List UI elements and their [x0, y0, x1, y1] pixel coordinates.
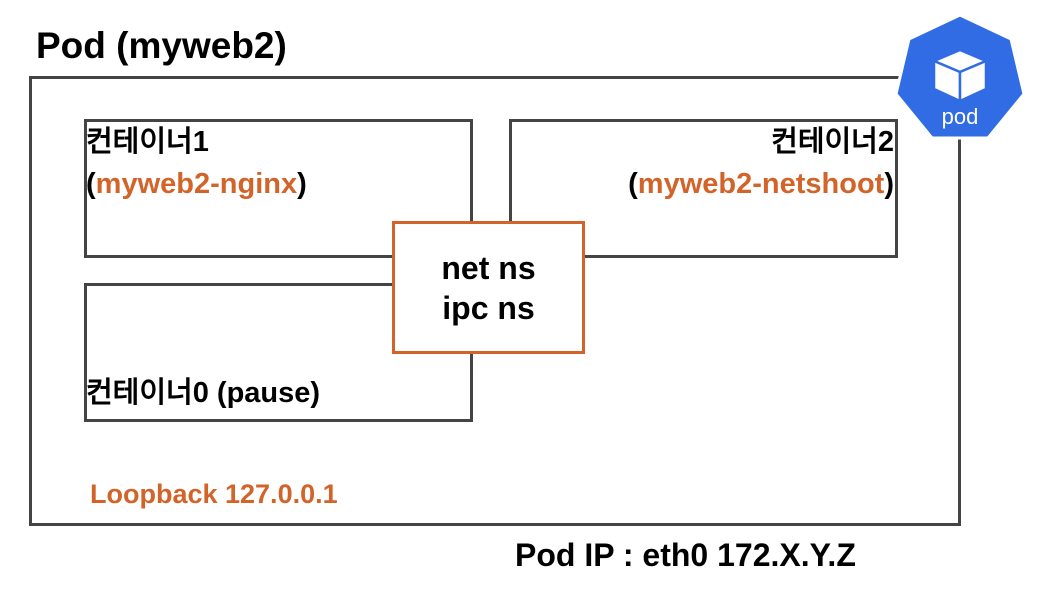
paren-close: ) — [884, 168, 894, 200]
container-1-name-line: (myweb2-nginx) — [86, 165, 307, 203]
pod-boundary — [29, 76, 961, 526]
pod-icon-caption: pod — [942, 104, 979, 129]
container-2-name-line: (myweb2-netshoot) — [628, 165, 894, 203]
container-2-name: myweb2-netshoot — [637, 168, 885, 200]
container-2-label: 컨테이너2 — [771, 126, 894, 158]
pod-ip-label: Pod IP : eth0 172.X.Y.Z — [515, 537, 856, 573]
net-namespace-label: net ns — [441, 249, 536, 286]
container-1-name: myweb2-nginx — [95, 168, 298, 200]
paren-open: ( — [628, 168, 638, 200]
shared-namespace-box: net ns ipc ns — [392, 221, 585, 354]
cube-icon — [932, 48, 988, 103]
paren-close: ) — [297, 168, 307, 200]
container-1-label: 컨테이너1 — [86, 126, 209, 158]
pod-title: Pod (myweb2) — [36, 25, 287, 66]
kubernetes-pod-icon: pod — [894, 13, 1026, 140]
loopback-label: Loopback 127.0.0.1 — [90, 479, 338, 509]
ipc-namespace-label: ipc ns — [442, 289, 535, 326]
paren-open: ( — [86, 168, 96, 200]
container-0-label: 컨테이너0 (pause) — [86, 377, 321, 409]
